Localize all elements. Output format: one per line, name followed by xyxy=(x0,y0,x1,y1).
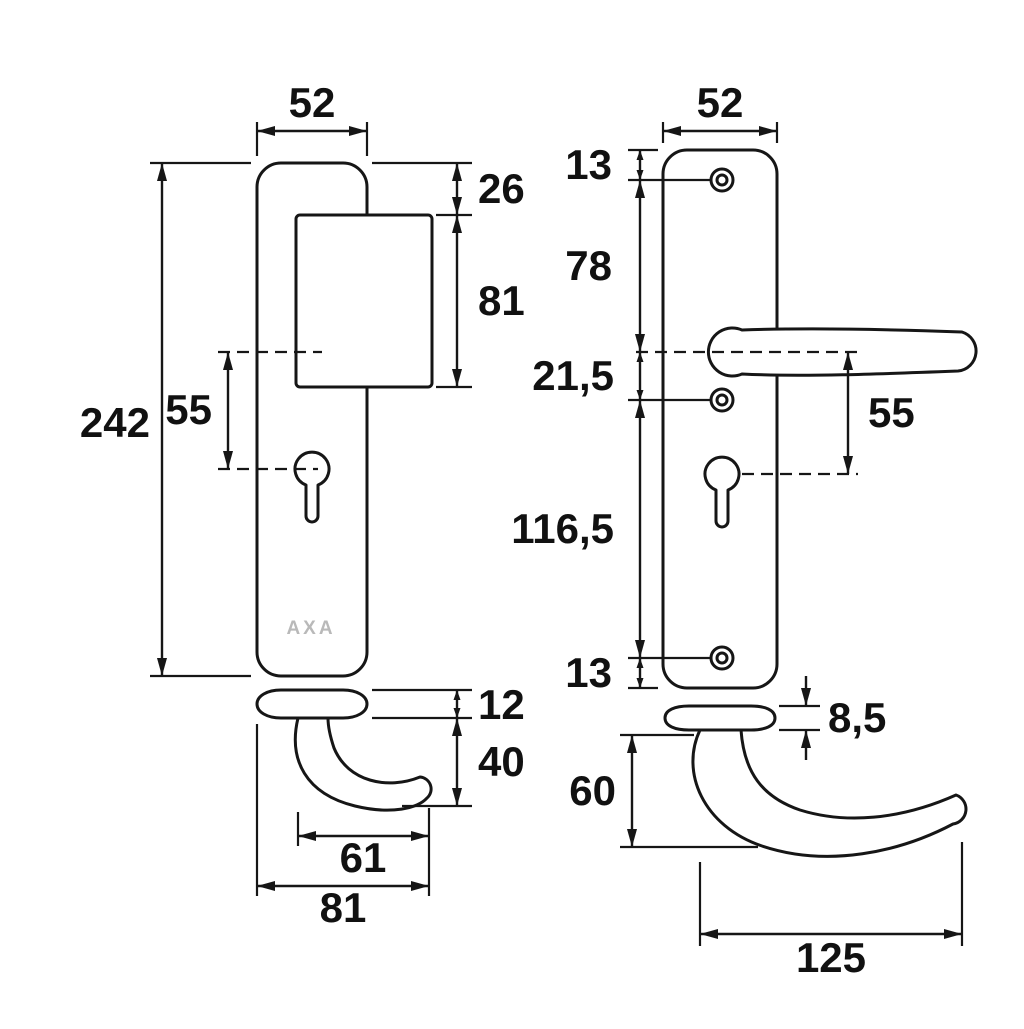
dim-centers-distance-exterior: 55 xyxy=(165,352,233,469)
dim-label: 52 xyxy=(289,79,336,126)
dim-label: 12 xyxy=(478,681,525,728)
pull-knob-side-view xyxy=(293,716,433,812)
dim-plate-height: 242 xyxy=(80,161,251,678)
dim-screw-to-handle: 78 xyxy=(565,180,645,352)
interior-view: 52 13 78 21,5 116,5 13 xyxy=(511,79,978,981)
dim-total-depth: 81 xyxy=(255,724,429,931)
brand-logo: AXA xyxy=(286,618,335,639)
dim-label: 81 xyxy=(478,277,525,324)
dim-block-offset: 26 xyxy=(372,161,525,217)
dim-label: 116,5 xyxy=(511,505,614,552)
dim-label: 55 xyxy=(165,386,212,433)
dim-plate-width-exterior: 52 xyxy=(255,79,369,156)
dim-label: 55 xyxy=(868,389,915,436)
dim-label: 8,5 xyxy=(828,694,886,741)
dim-plate-width-interior: 52 xyxy=(661,79,779,143)
dim-label: 125 xyxy=(796,934,866,981)
screw-bottom xyxy=(709,645,735,671)
dim-label: 26 xyxy=(478,165,525,212)
interior-backplate xyxy=(661,148,779,690)
dim-handle-to-screw: 21,5 xyxy=(532,352,710,402)
dim-label: 13 xyxy=(565,141,612,188)
plate-end-view xyxy=(255,688,369,720)
security-block xyxy=(294,213,434,389)
plate-end-view-interior xyxy=(663,704,777,732)
screw-inner xyxy=(715,393,729,407)
exterior-view: AXA 52 242 55 2 xyxy=(80,79,525,931)
dim-handle-length: 125 xyxy=(698,842,964,981)
lever-handle-top-view xyxy=(691,728,968,858)
dim-label: 81 xyxy=(320,884,367,931)
dim-bottom-screw-offset: 13 xyxy=(565,649,658,696)
dim-handle-height: 60 xyxy=(569,733,758,849)
dim-knob-drop: 40 xyxy=(402,718,525,808)
dim-label: 78 xyxy=(565,242,612,289)
cylinder-keyhole-interior xyxy=(703,455,741,529)
dim-label: 13 xyxy=(565,649,612,696)
dim-handle-to-cylinder: 55 xyxy=(843,352,915,474)
dim-block-height: 81 xyxy=(436,215,525,389)
screw-middle xyxy=(709,387,735,413)
dim-screw-spacing: 116,5 xyxy=(511,400,710,660)
screw-top xyxy=(709,167,735,193)
dim-top-screw-offset: 13 xyxy=(565,141,710,188)
dim-knob-reach: 61 xyxy=(296,808,431,896)
lever-handle-front-view xyxy=(706,326,978,378)
dim-cap-thickness-exterior: 12 xyxy=(372,681,525,728)
screw-inner xyxy=(715,173,729,187)
dim-label: 52 xyxy=(697,79,744,126)
dim-label: 60 xyxy=(569,767,616,814)
dim-cap-thickness-interior: 8,5 xyxy=(779,676,886,760)
dim-label: 21,5 xyxy=(532,352,614,399)
dim-label: 40 xyxy=(478,738,525,785)
dim-label: 242 xyxy=(80,399,150,446)
screw-inner xyxy=(715,651,729,665)
dim-label: 61 xyxy=(340,834,387,881)
